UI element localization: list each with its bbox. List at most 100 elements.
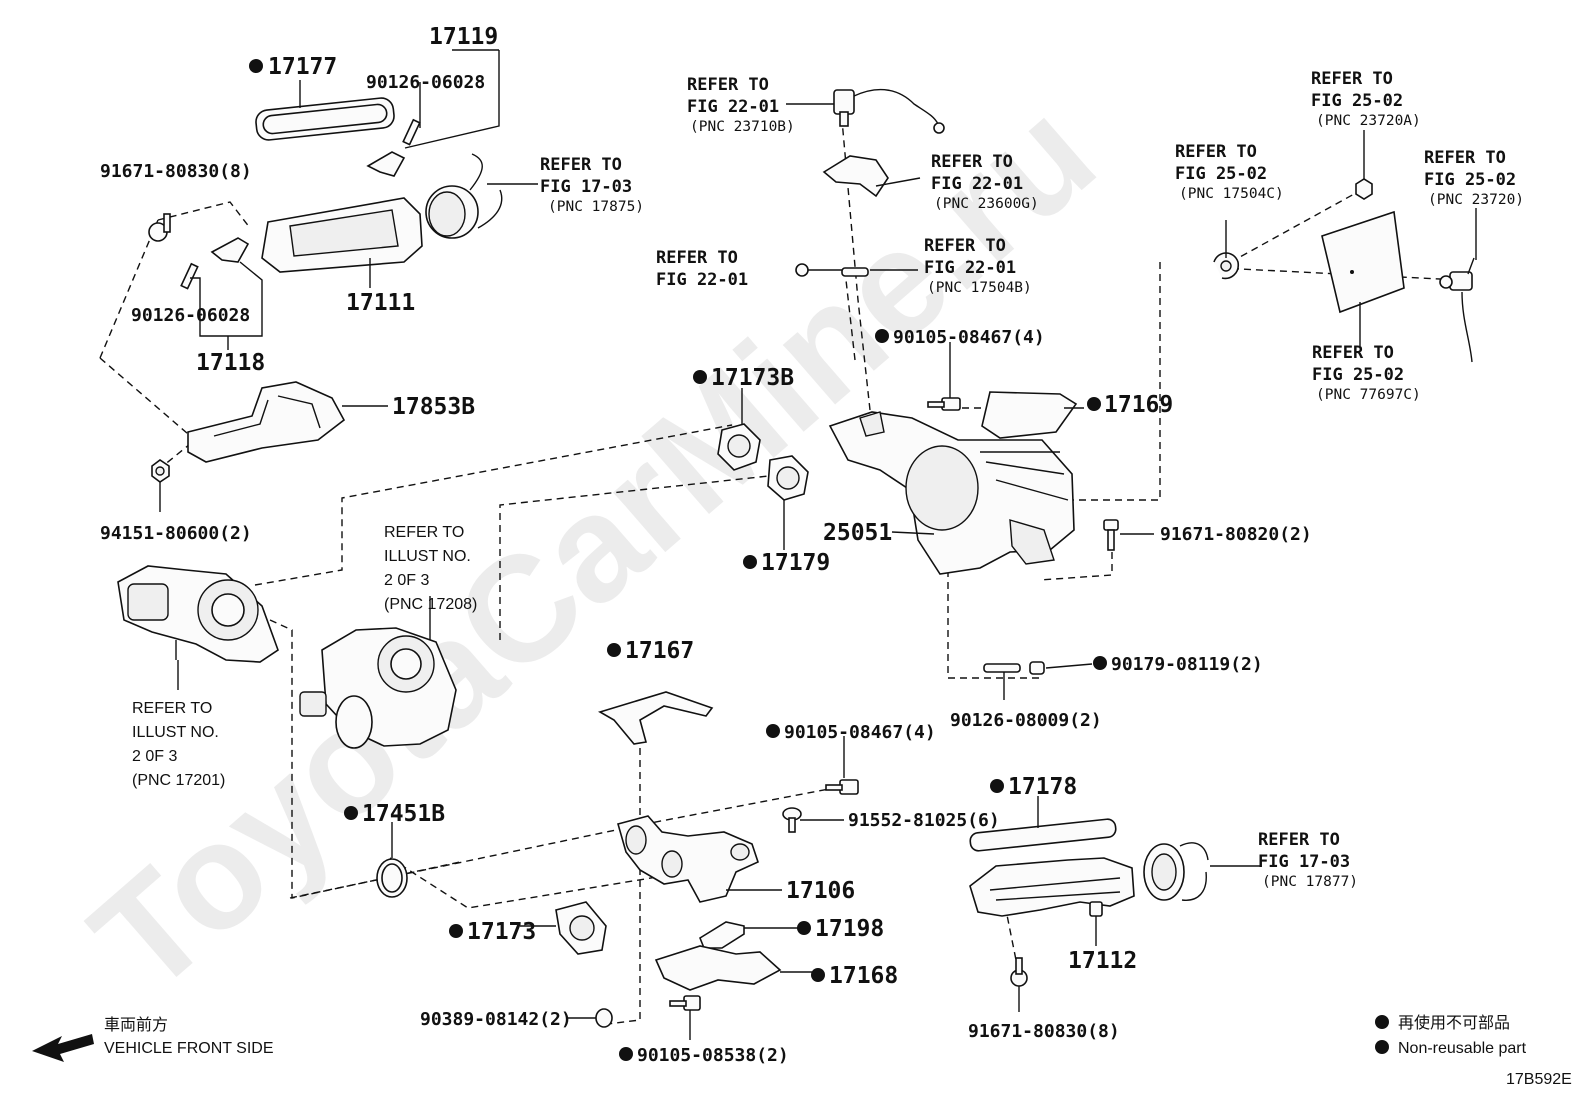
svg-text:(PNC 17504C): (PNC 17504C) — [1179, 186, 1284, 202]
svg-text:FIG 25-02: FIG 25-02 — [1311, 91, 1403, 111]
bracket-17118 — [180, 237, 250, 290]
pipe-17112 — [969, 842, 1209, 917]
bolt-91671-upper — [148, 213, 171, 242]
svg-text:REFER TO: REFER TO — [1424, 148, 1506, 168]
svg-text:REFER TO: REFER TO — [132, 700, 212, 717]
svg-text:REFER TO: REFER TO — [924, 236, 1006, 256]
callout-17112: 17112 — [1068, 948, 1137, 974]
nut-90389 — [595, 1008, 613, 1028]
refer-fig22-01-nut: REFER TO FIG 22-01 — [656, 248, 748, 290]
svg-text:REFER TO: REFER TO — [687, 75, 769, 95]
diagram-id: 17B592E — [1506, 1071, 1572, 1088]
callout-90126-06028-b: 90126-06028 — [131, 305, 250, 326]
svg-text:(PNC 17208): (PNC 17208) — [384, 596, 477, 613]
callout-90126-08009: 90126-08009(2) — [950, 710, 1102, 731]
callout-17178: 17178 — [1008, 774, 1077, 800]
refer-blocks: REFER TO FIG 17-03 (PNC 17875) REFER TO … — [132, 69, 1524, 890]
nonreusable-dot — [249, 59, 263, 73]
svg-text:FIG 17-03: FIG 17-03 — [540, 177, 632, 197]
svg-text:(PNC 17201): (PNC 17201) — [132, 772, 225, 789]
callout-90105-08538: 90105-08538(2) — [637, 1045, 789, 1066]
insulator-17167 — [597, 691, 714, 745]
bolt-91671-lower — [1010, 957, 1028, 987]
svg-text:FIG 22-01: FIG 22-01 — [924, 258, 1016, 278]
front-label-en: VEHICLE FRONT SIDE — [104, 1040, 274, 1057]
callout-90105-08467-a: 90105-08467(4) — [893, 327, 1045, 348]
sensor-23720 — [1439, 257, 1475, 363]
svg-text:FIG 22-01: FIG 22-01 — [931, 174, 1023, 194]
sensor-23710B — [833, 88, 945, 134]
callout-90179-08119: 90179-08119(2) — [1111, 654, 1263, 675]
callout-17179: 17179 — [761, 550, 830, 576]
svg-text:FIG 25-02: FIG 25-02 — [1424, 170, 1516, 190]
callout-17173: 17173 — [467, 919, 536, 945]
leader-lines — [159, 49, 1477, 1040]
refer-fig22-01-stud: REFER TO FIG 22-01 (PNC 17504B) — [924, 236, 1032, 296]
callout-17111: 17111 — [346, 290, 415, 316]
bolt-90105-lower — [825, 779, 859, 795]
stud-90126-08009 — [983, 661, 1045, 675]
callout-17198: 17198 — [815, 916, 884, 942]
callout-91671-80830-a: 91671-80830(8) — [100, 161, 252, 182]
ring-17451B — [376, 858, 408, 898]
refer-illust-17208: REFER TO ILLUST NO. 2 0F 3 (PNC 17208) — [384, 524, 477, 613]
legend-en: Non-reusable part — [1398, 1040, 1527, 1057]
insulator-17169 — [981, 391, 1078, 439]
svg-text:FIG 25-02: FIG 25-02 — [1312, 365, 1404, 385]
bolt-90105-upper — [927, 397, 961, 411]
refer-illust-17201: REFER TO ILLUST NO. 2 0F 3 (PNC 17201) — [132, 700, 225, 789]
callout-17853B: 17853B — [392, 394, 475, 420]
callout-17167: 17167 — [625, 638, 694, 664]
gasket-17198 — [699, 921, 745, 949]
callout-25051: 25051 — [823, 520, 892, 546]
svg-text:REFER TO: REFER TO — [931, 152, 1013, 172]
gasket-17173B — [717, 423, 761, 471]
pipe-17111 — [261, 153, 503, 273]
svg-text:(PNC 23720A): (PNC 23720A) — [1316, 113, 1421, 129]
gasket-17178 — [969, 818, 1117, 852]
refer-fig25-02-23720: REFER TO FIG 25-02 (PNC 23720) — [1424, 148, 1524, 208]
svg-text:(PNC 23710B): (PNC 23710B) — [690, 119, 795, 135]
gasket-17177 — [255, 97, 395, 141]
callout-17177: 17177 — [268, 54, 337, 80]
svg-text:FIG 25-02: FIG 25-02 — [1175, 164, 1267, 184]
svg-text:REFER TO: REFER TO — [384, 524, 464, 541]
bolt-91552 — [782, 807, 802, 833]
refer-fig25-02-17504C: REFER TO FIG 25-02 (PNC 17504C) — [1175, 142, 1284, 202]
legend-dot-icon — [1375, 1040, 1389, 1054]
callout-91671-80830-b: 91671-80830(8) — [968, 1021, 1120, 1042]
svg-text:(PNC 17875): (PNC 17875) — [548, 199, 644, 215]
callout-17451B: 17451B — [362, 801, 445, 827]
callout-17106: 17106 — [786, 878, 855, 904]
svg-text:(PNC 23600G): (PNC 23600G) — [934, 196, 1039, 212]
svg-text:2 0F 3: 2 0F 3 — [384, 572, 429, 589]
clamp-17504C — [1213, 252, 1240, 280]
nut-23720A — [1355, 178, 1373, 200]
callouts: 17177 17119 90126-06028 91671-80830(8) 1… — [100, 24, 1312, 1066]
svg-text:(PNC 17504B): (PNC 17504B) — [927, 280, 1032, 296]
svg-text:REFER TO: REFER TO — [1258, 830, 1340, 850]
callout-91671-80820: 91671-80820(2) — [1160, 524, 1312, 545]
refer-fig22-01-shield: REFER TO FIG 22-01 (PNC 23600G) — [931, 152, 1039, 212]
refer-fig22-01-sensor: REFER TO FIG 22-01 (PNC 23710B) — [687, 75, 795, 135]
svg-text:(PNC 23720): (PNC 23720) — [1428, 192, 1524, 208]
refer-fig25-02-23720A: REFER TO FIG 25-02 (PNC 23720A) — [1311, 69, 1421, 129]
svg-text:ILLUST NO.: ILLUST NO. — [132, 724, 219, 741]
front-label-jp: 車両前方 — [104, 1016, 168, 1034]
svg-text:REFER TO: REFER TO — [540, 155, 622, 175]
callout-17168: 17168 — [829, 963, 898, 989]
svg-text:REFER TO: REFER TO — [1175, 142, 1257, 162]
insulator-17853B — [187, 381, 346, 463]
svg-text:REFER TO: REFER TO — [656, 248, 738, 268]
svg-text:2 0F 3: 2 0F 3 — [132, 748, 177, 765]
bracket-17119 — [366, 118, 421, 177]
callout-17118: 17118 — [196, 350, 265, 376]
svg-text:(PNC 77697C): (PNC 77697C) — [1316, 387, 1421, 403]
manifold-17106 — [617, 815, 759, 903]
converter-25051 — [828, 411, 1075, 575]
nut-94151 — [151, 459, 170, 483]
callout-91552-81025: 91552-81025(6) — [848, 810, 1000, 831]
front-arrow-icon — [32, 1034, 94, 1062]
turbocharger-left — [117, 565, 279, 663]
